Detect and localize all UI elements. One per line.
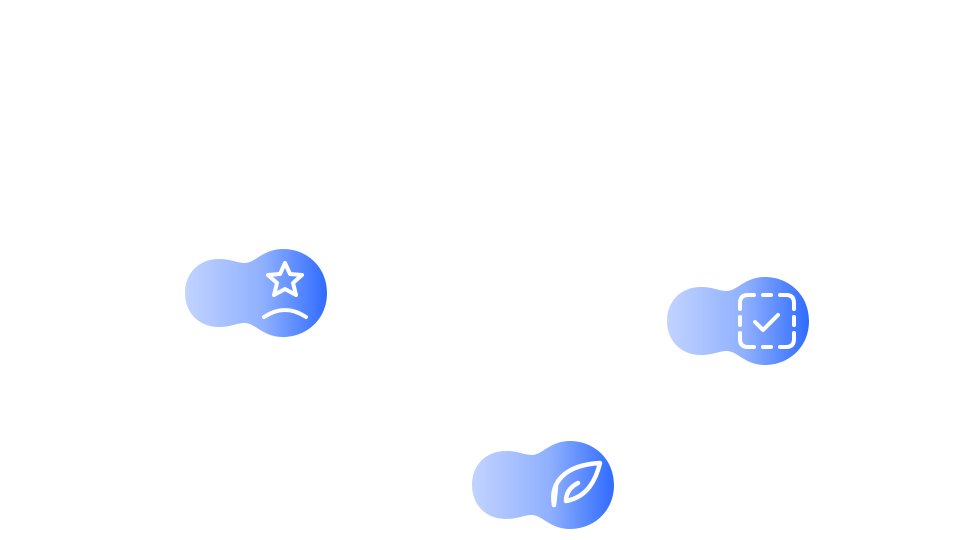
- badge-leaf: [470, 439, 614, 531]
- badge-blob: [472, 441, 614, 529]
- badge-blob: [185, 249, 327, 337]
- badge-scan: [665, 275, 809, 367]
- badge-star: [183, 247, 327, 339]
- leaf-icon: [551, 460, 603, 508]
- badge-leaf-graphic: [472, 441, 614, 529]
- scan-check-icon: [738, 293, 796, 349]
- badge-star-graphic: [185, 249, 327, 337]
- star-ribbon-icon: [262, 261, 308, 319]
- badge-scan-graphic: [667, 277, 809, 365]
